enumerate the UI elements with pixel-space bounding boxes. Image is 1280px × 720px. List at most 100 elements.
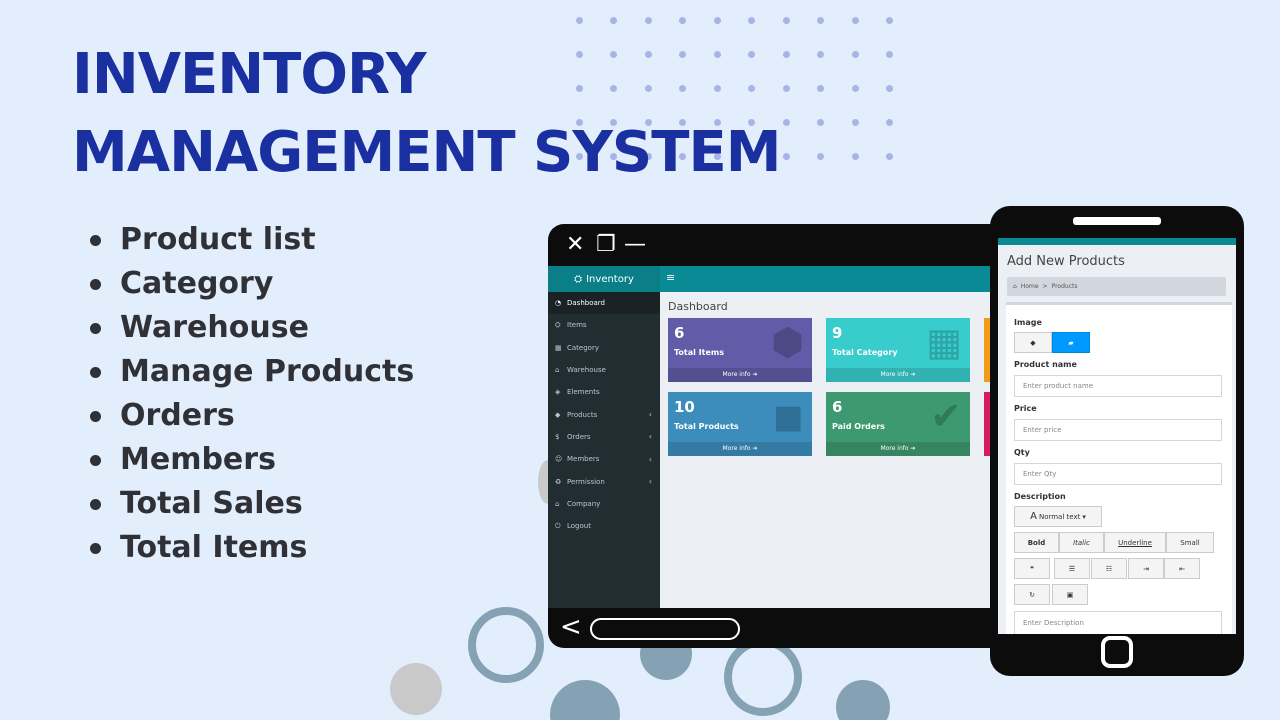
users-icon: ☺ [555,455,563,464]
tag-button[interactable]: ◆ [1014,332,1052,353]
cube-icon: ◼ [772,394,804,438]
folder-open-button[interactable]: ▰ [1052,332,1090,353]
sidebar: ◔Dashboard ⛭Items ▦Category ⌂Warehouse ◈… [548,292,660,608]
dollar-icon: $ [555,432,560,441]
ordered-list-button[interactable]: ☷ [1091,558,1127,579]
recycle-icon: ♻ [555,477,562,486]
bank-icon: ⌂ [555,499,560,508]
back-arrow-icon[interactable]: < [560,612,582,642]
breadcrumb: ⌂ Home > Products [1007,277,1226,296]
quote-icon: ❝ [1030,564,1034,573]
circle-decoration [468,607,544,683]
circle-decoration [390,663,442,715]
more-info-link[interactable]: More info ➔ [668,368,812,382]
add-product-screen: Add New Products ⌂ Home > Products Image… [998,238,1236,634]
minimize-icon[interactable]: — [624,232,646,257]
price-input[interactable]: Enter price [1014,419,1222,441]
italic-button[interactable]: Italic [1059,532,1104,553]
feature-list: Product list Category Warehouse Manage P… [90,218,414,570]
sidebar-item-logout[interactable]: ⏻Logout [555,521,591,531]
brand-logo[interactable]: ⛭ Inventory [548,266,660,292]
cubes-icon: ⬢ [770,320,804,364]
elements-icon: ◈ [555,388,561,397]
bold-button[interactable]: Bold [1014,532,1059,553]
stat-box-total-items: 6 Total Items ⬢ More info ➔ [668,318,812,382]
small-button[interactable]: Small [1166,532,1214,553]
brand-name: Inventory [586,273,634,285]
breadcrumb-home[interactable]: Home [1020,283,1039,290]
chevron-left-icon: ‹ [648,454,652,464]
stat-label: Total Category [832,348,898,357]
stat-box-total-category: 9 Total Category ▦ More info ➔ [826,318,970,382]
breadcrumb-separator: > [1042,283,1048,290]
more-info-link[interactable]: More info ➔ [668,442,812,456]
qty-input[interactable]: Enter Qty [1014,463,1222,485]
link-icon: ↻ [1029,590,1035,599]
top-navbar: ⛭ Inventory ≡ [548,266,1008,292]
product-name-input[interactable]: Enter product name [1014,375,1222,397]
more-info-link[interactable]: More info ➔ [826,368,970,382]
sidebar-item-items[interactable]: ⛭Items [555,320,587,330]
stat-number: 10 [674,398,695,416]
phone-mockup: Add New Products ⌂ Home > Products Image… [990,206,1244,676]
phone-speaker [1073,217,1161,225]
stat-label: Total Items [674,348,724,357]
address-bar[interactable] [590,618,740,640]
unordered-list-button[interactable]: ☰ [1054,558,1090,579]
phone-home-button[interactable] [1101,636,1133,668]
desktop-window: ✕ ❐ — ⛭ Inventory ≡ ◔Dashboard ⛭Items ▦C… [548,224,1008,648]
underline-button[interactable]: Underline [1104,532,1166,553]
description-label: Description [1014,492,1066,501]
cubes-icon: ⛭ [574,273,583,285]
page-title: Dashboard [668,300,728,313]
image-label: Image [1014,318,1042,327]
sidebar-item-orders[interactable]: $Orders‹ [555,432,652,442]
headline-line-2: MANAGEMENT SYSTEM [72,120,781,185]
feature-item: Total Items [90,526,414,570]
stat-box-paid-orders: 6 Paid Orders ✔ More info ➔ [826,392,970,456]
home-icon: ⌂ [1013,283,1017,290]
sidebar-item-warehouse[interactable]: ⌂Warehouse [555,366,606,375]
page-title: Add New Products [1007,254,1125,269]
hamburger-icon[interactable]: ≡ [666,271,676,284]
close-icon[interactable]: ✕ [566,232,585,257]
indent-button[interactable]: ⇥ [1128,558,1164,579]
sidebar-item-category[interactable]: ▦Category [555,343,599,352]
restore-icon[interactable]: ❐ [596,232,616,257]
stat-box-total-products: 10 Total Products ◼ More info ➔ [668,392,812,456]
circle-decoration [724,638,802,716]
headline-line-1: INVENTORY [72,42,427,107]
chevron-left-icon: ‹ [648,432,652,442]
grid-icon: ▦ [555,343,562,352]
image-button[interactable]: ▣ [1052,584,1088,605]
link-button[interactable]: ↻ [1014,584,1050,605]
feature-item: Manage Products [90,350,414,394]
chevron-left-icon: ‹ [648,410,652,420]
dashboard-icon: ◔ [555,299,562,308]
price-label: Price [1014,404,1037,413]
circle-decoration [550,680,620,720]
circle-decoration [836,680,890,720]
sidebar-item-members[interactable]: ☺Members‹ [555,454,652,464]
power-icon: ⏻ [555,521,561,530]
outdent-button[interactable]: ⇤ [1164,558,1200,579]
sidebar-item-company[interactable]: ⌂Company [555,499,601,508]
font-style-dropdown[interactable]: A Normal text ▾ [1014,506,1102,527]
quote-button[interactable]: ❝ [1014,558,1050,579]
check-icon: ✔ [930,394,962,438]
caret-down-icon: ▾ [1082,512,1086,521]
stat-number: 6 [832,398,843,416]
dashboard-screen: ⛭ Inventory ≡ ◔Dashboard ⛭Items ▦Categor… [548,266,1008,608]
add-product-form: Image ◆ ▰ Product name Enter product nam… [1006,302,1232,634]
more-info-link[interactable]: More info ➔ [826,442,970,456]
page-headline: INVENTORY MANAGEMENT SYSTEM [72,36,781,192]
sidebar-item-permission[interactable]: ♻Permission‹ [555,477,652,487]
stat-number: 6 [674,324,685,342]
sidebar-item-products[interactable]: ◆Products‹ [555,410,652,420]
breadcrumb-current: Products [1051,283,1078,290]
sidebar-item-dashboard[interactable]: ◔Dashboard [548,292,660,315]
ordered-list-icon: ☷ [1105,564,1113,573]
cubes-icon: ⛭ [555,320,561,329]
sidebar-item-elements[interactable]: ◈Elements [555,388,600,397]
description-textarea[interactable]: Enter Description [1014,611,1222,634]
